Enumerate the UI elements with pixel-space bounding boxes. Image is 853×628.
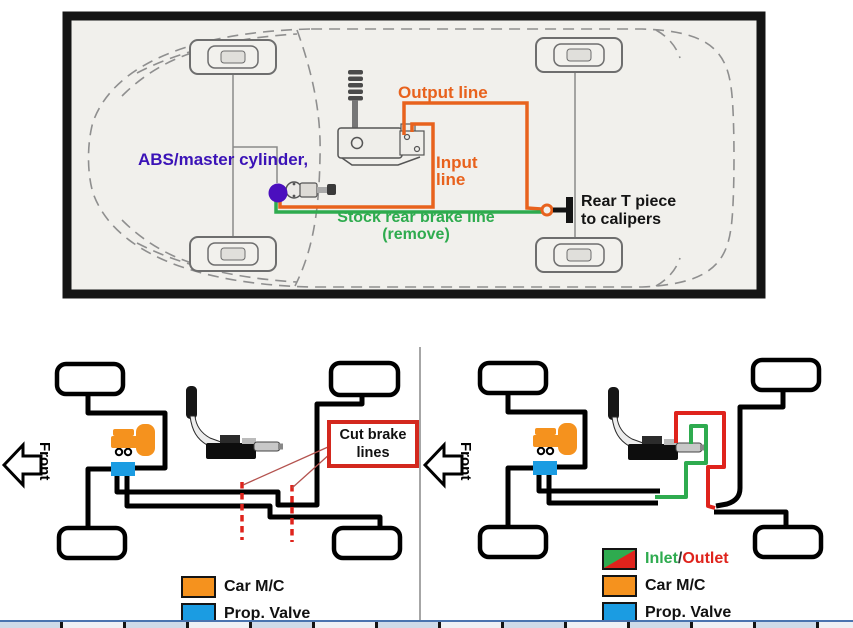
output-line-label: Output line — [398, 83, 488, 102]
front-label-right: Front — [457, 442, 474, 481]
inlet-text: Inlet — [645, 549, 678, 567]
right-wheels — [477, 357, 824, 560]
legend-label: Car M/C — [224, 577, 285, 595]
front-arrow-left — [1, 441, 43, 489]
t-fitting-ring — [540, 203, 554, 217]
wheel-front-left — [189, 39, 277, 75]
output-line-path — [402, 101, 542, 211]
stock-line-note: (remove) — [382, 226, 450, 244]
handbrake-lineart — [337, 70, 425, 166]
hydraulic-handbrake — [185, 385, 284, 460]
after-install-diagram — [422, 357, 824, 560]
wheel — [54, 361, 126, 397]
top-car-overview — [62, 11, 766, 299]
inlet-outlet-swatch — [602, 547, 637, 570]
car-master-cylinder — [532, 422, 578, 456]
left-wheels — [54, 360, 403, 561]
legend-label: Inlet/Outlet — [645, 550, 729, 568]
axle-lines — [232, 72, 576, 238]
outlet-line-path — [674, 411, 726, 510]
slash-text: / — [677, 549, 683, 567]
car-master-cylinder — [110, 423, 156, 457]
legend-left: Car M/C Prop. Valve — [181, 575, 311, 628]
diagram-divider — [419, 347, 421, 620]
stock-rear-line-path — [274, 200, 543, 214]
wheel — [477, 360, 549, 396]
outlet-text: Outlet — [682, 549, 729, 567]
car-outline — [87, 28, 735, 288]
right-brake-lines — [505, 390, 789, 527]
wheel — [56, 525, 128, 561]
wheel-rear-right — [535, 237, 623, 273]
stock-rear-brake-line-label: Stock rear brake line (remove) — [322, 209, 510, 244]
windshield-line — [294, 29, 321, 287]
legend-label: Prop. Valve — [224, 604, 311, 622]
stock-line-text: Stock rear brake line — [337, 209, 495, 226]
rear-t-piece-label: Rear T piece to calipers — [581, 193, 677, 228]
inlet-line-path — [655, 424, 708, 499]
input-line-path — [278, 122, 435, 209]
car-mc-swatch — [181, 575, 216, 598]
cut-marks — [240, 482, 294, 542]
wheel — [477, 524, 549, 560]
legend-row-prop-valve: Prop. Valve — [602, 601, 732, 624]
legend-row-car-mc: Car M/C — [602, 574, 731, 597]
cut-brake-lines-callout: Cut brake lines — [327, 420, 419, 469]
top-wheels — [189, 37, 623, 273]
input-line-label: Input line — [436, 153, 478, 190]
front-label-left: Front — [36, 442, 53, 481]
cut-pointer-lines — [242, 446, 332, 489]
wheel — [328, 360, 401, 398]
legend-label: Prop. Valve — [645, 603, 732, 621]
prop-valve — [111, 462, 135, 476]
legend-right: Inlet/Outlet Car M/C Prop. Valve — [602, 547, 732, 628]
abs-location-dot — [268, 183, 288, 203]
rear-t-piece — [553, 197, 573, 223]
car-mc-swatch — [602, 574, 637, 597]
wheel-rear-left — [189, 236, 277, 272]
before-install-diagram — [1, 360, 403, 561]
abs-master-cylinder-label: ABS/master cylinder, — [138, 150, 309, 169]
bottom-blue-rule — [0, 620, 853, 622]
wheel — [752, 524, 824, 560]
legend-row-inlet-outlet: Inlet/Outlet — [602, 547, 731, 570]
clutch-mc-lineart — [285, 181, 336, 199]
legend-label: Car M/C — [645, 576, 706, 594]
bottom-filmstrip-edge — [0, 622, 853, 628]
wheel — [331, 525, 403, 561]
legend-row-car-mc: Car M/C — [181, 575, 310, 598]
left-brake-lines — [85, 394, 383, 528]
front-arrow-right — [422, 441, 464, 489]
wheel — [750, 357, 822, 393]
prop-valve — [533, 461, 557, 475]
hydraulic-handbrake — [607, 386, 706, 461]
wheel-front-right — [535, 37, 623, 73]
